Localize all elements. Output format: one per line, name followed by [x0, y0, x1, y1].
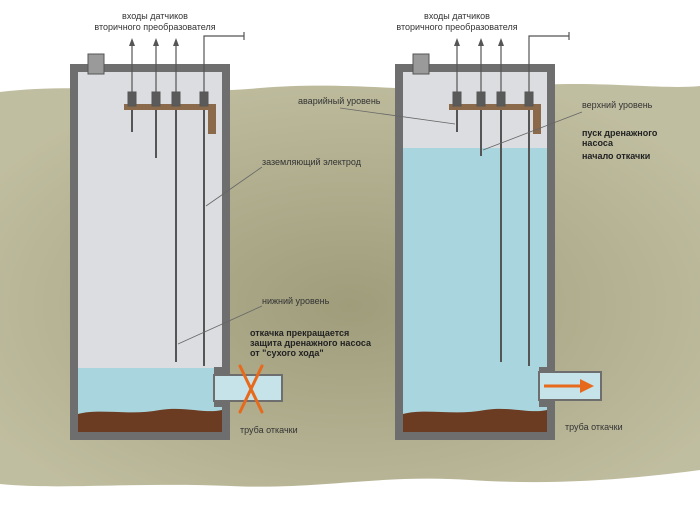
left-sludge — [78, 408, 222, 432]
stop-note-line3: от "сухого хода" — [250, 348, 324, 358]
right-sludge — [403, 408, 547, 432]
emergency-level-pointer — [339, 107, 456, 125]
right-bracket-arm — [533, 104, 541, 134]
pump-stopped-cross-icon — [238, 364, 264, 414]
left-inputs-label-line1: входы датчиков — [122, 11, 188, 21]
left-input-arrow-icons — [129, 38, 179, 46]
left-lid-cable-gland — [87, 53, 105, 75]
right-sensor-electrodes — [452, 91, 534, 366]
emergency-level-label: аварийный уровень — [298, 96, 381, 106]
right-water — [403, 148, 547, 416]
right-inputs-label-line2: вторичного преобразователя — [396, 22, 517, 32]
ground-electrode-label: заземляющий электрод — [262, 157, 362, 167]
ground-electrode-pointer — [205, 166, 263, 207]
stop-note-line1: откачка прекращается — [250, 328, 349, 338]
right-lid-cable-gland — [412, 53, 430, 75]
left-tank-lid — [70, 64, 230, 72]
low-level-pointer — [177, 305, 263, 345]
right-sensor-bracket — [449, 104, 541, 110]
left-inputs-label-line2: вторичного преобразователя — [94, 22, 215, 32]
left-water — [78, 368, 222, 416]
left-sensor-wires — [131, 32, 245, 92]
start-note-line2: насоса — [582, 138, 614, 148]
right-input-arrow-icons — [454, 38, 504, 46]
upper-level-pointer — [482, 111, 583, 151]
left-sensor-bracket — [124, 104, 216, 110]
right-tank: входы датчиков вторичного преобразовател… — [298, 11, 658, 440]
right-inputs-label-line1: входы датчиков — [424, 11, 490, 21]
left-tank: входы датчиков вторичного преобразовател… — [70, 11, 372, 440]
low-level-label: нижний уровень — [262, 296, 330, 306]
start-note-line1: пуск дренажного — [582, 128, 658, 138]
left-outlet-pipe — [213, 374, 283, 402]
left-sensor-electrodes — [127, 91, 209, 366]
left-bracket-arm — [208, 104, 216, 134]
right-pipe-label: труба откачки — [565, 422, 623, 432]
pump-flow-arrow-icon — [544, 379, 594, 393]
upper-level-label: верхний уровень — [582, 100, 653, 110]
right-sensor-wires — [456, 32, 570, 92]
left-pipe-label: труба откачки — [240, 425, 298, 435]
right-tank-lid — [395, 64, 555, 72]
stop-note-line2: защита дренажного насоса — [250, 338, 372, 348]
start-note-line3: начало откачки — [582, 151, 650, 161]
